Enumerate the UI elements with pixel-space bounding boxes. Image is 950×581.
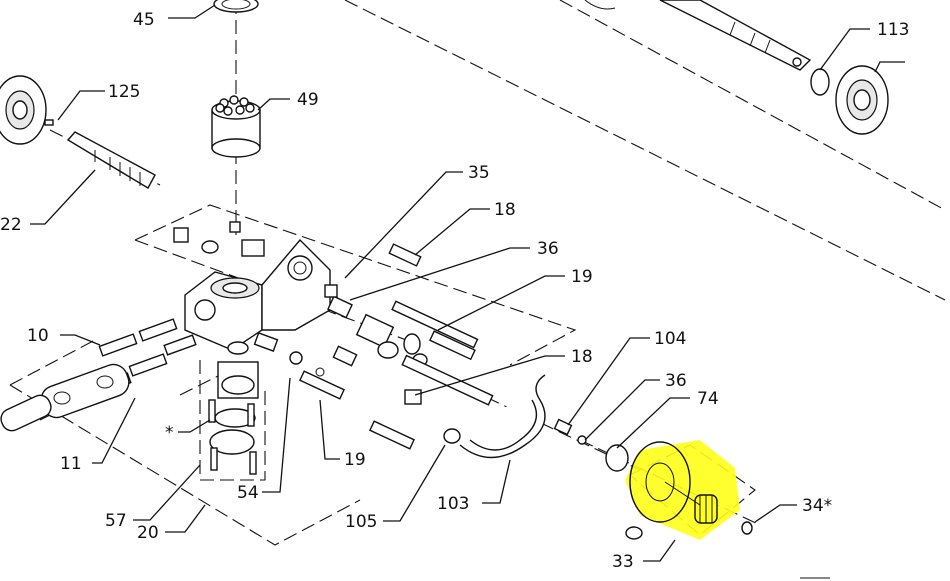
part-nut-top-left xyxy=(173,227,189,243)
part-11-manifold xyxy=(40,363,130,419)
part-gasket-left xyxy=(0,394,52,432)
callout-125: 125 xyxy=(108,82,140,102)
part-74-washer xyxy=(605,444,629,472)
callout-113: 113 xyxy=(877,20,909,40)
callout-34: 34* xyxy=(802,496,832,516)
part-57-valve-stack xyxy=(208,341,259,475)
part-bearing-right xyxy=(835,65,889,135)
callout-star: * xyxy=(165,423,174,443)
callout-labels: 45 125 49 22 113 35 18 36 19 10 18 104 3… xyxy=(0,10,909,572)
callout-49: 49 xyxy=(297,90,319,110)
callout-36-upper: 36 xyxy=(537,239,559,259)
leader-lines xyxy=(30,4,905,562)
callout-18-lower: 18 xyxy=(571,347,593,367)
part-103-bypass-tube xyxy=(443,374,546,459)
part-49-cylinder-block xyxy=(211,95,261,158)
callout-54: 54 xyxy=(237,483,259,503)
part-34-clip xyxy=(741,521,753,535)
part-bearing-left xyxy=(0,75,47,145)
part-104-fittings xyxy=(553,418,587,445)
part-125-key xyxy=(44,119,54,126)
callout-33: 33 xyxy=(612,552,634,572)
assembly-boundaries xyxy=(9,0,946,546)
part-45-cap xyxy=(213,0,259,13)
callout-19-lower: 19 xyxy=(344,450,366,470)
callout-45: 45 xyxy=(133,10,155,30)
part-upper-shaft xyxy=(659,0,812,71)
part-gear-highlighted xyxy=(625,440,740,540)
callout-20: 20 xyxy=(137,523,159,543)
part-gear-fragment xyxy=(584,0,616,10)
callout-57: 57 xyxy=(105,511,127,531)
part-54-spring xyxy=(253,332,325,377)
callout-35: 35 xyxy=(468,163,490,183)
callout-103: 103 xyxy=(437,494,469,514)
part-22-shaft xyxy=(66,131,156,189)
parts-artwork xyxy=(0,0,889,579)
part-bolts-center xyxy=(299,243,422,450)
callout-19-upper: 19 xyxy=(571,267,593,287)
part-pump-housing xyxy=(184,221,331,351)
callout-104: 104 xyxy=(654,329,686,349)
callout-105: 105 xyxy=(345,512,377,532)
part-33-nut xyxy=(625,526,643,540)
part-connecting-rods xyxy=(355,300,494,406)
callout-22: 22 xyxy=(0,215,22,235)
callout-74: 74 xyxy=(697,389,719,409)
part-washer-top-left xyxy=(201,240,219,254)
callout-36-lower: 36 xyxy=(665,371,687,391)
part-113-oring xyxy=(810,68,830,96)
callout-10: 10 xyxy=(27,326,49,346)
callout-18-upper: 18 xyxy=(494,200,516,220)
callout-11: 11 xyxy=(60,454,82,474)
